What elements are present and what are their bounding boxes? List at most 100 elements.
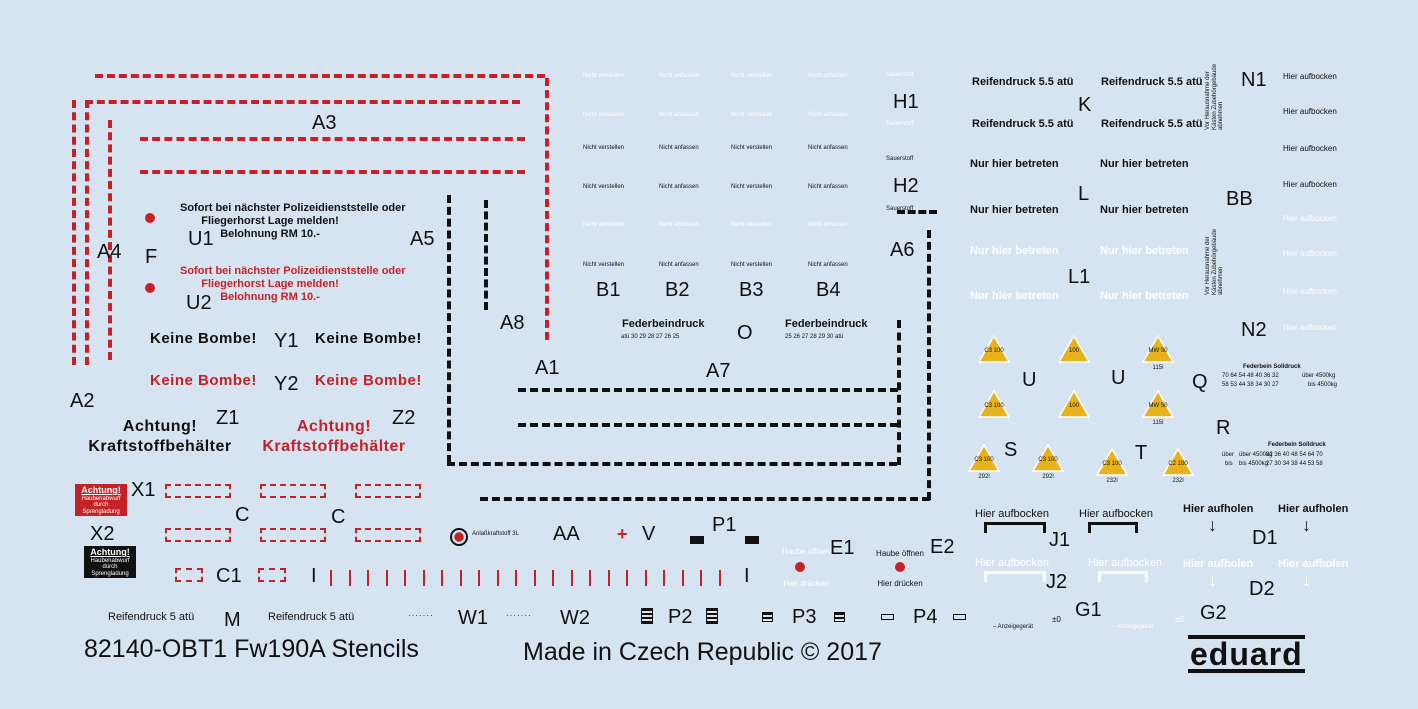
sign-line2: durch Sprengladung: [91, 564, 129, 578]
triangle-caption: 292l: [978, 474, 990, 480]
label-h1: H1: [893, 91, 919, 113]
red-tick-mark: [348, 570, 351, 586]
red-tick-mark: [459, 570, 462, 586]
label-d2: D2: [1249, 578, 1275, 600]
nur-hier-2: Nur hier betreten: [1100, 158, 1189, 170]
label-j1: J1: [1049, 529, 1071, 551]
label-x1: X1: [131, 479, 156, 501]
triangle-label: MW 50: [1148, 403, 1168, 409]
hier-druecken-white: Hier drücken: [783, 579, 829, 588]
sign-line1: Haubenabwurf: [81, 495, 121, 502]
achtung-sign-black: Achtung! Haubenabwurf durch Sprengladung: [84, 546, 136, 578]
label-w2: W2: [560, 607, 590, 629]
keine-bombe-black-2: Keine Bombe!: [315, 330, 422, 347]
red-tick-mark: [607, 570, 610, 586]
sign-line2: durch Sprengladung: [82, 502, 120, 516]
label-v: V: [642, 523, 656, 545]
red-tick-mark: [663, 570, 665, 586]
product-title: 82140-OBT1 Fw190A Stencils: [84, 635, 419, 663]
a7-frame-right: [897, 320, 901, 465]
kraftstoff-word: Kraftstoffbehälter: [262, 438, 406, 455]
label-i-right: I: [744, 565, 750, 587]
nicht-verstellen-stencil: Nicht verstellen: [731, 145, 773, 151]
federbeindruck-left: Federbeindruck: [622, 318, 705, 330]
hier-aufbocken-stencil: Hier aufbocken: [1283, 287, 1337, 296]
nur-hier-white-4: Nur hier betreten: [1100, 290, 1189, 302]
label-b4: B4: [816, 279, 841, 301]
a6-frame-top: [897, 210, 937, 214]
label-a5: A5: [410, 228, 435, 250]
hier-aufholen-d2-right: Hier aufholen: [1278, 558, 1349, 570]
a5-frame-bottom: [447, 462, 897, 466]
made-in-text: Made in Czech Republic © 2017: [523, 638, 882, 666]
red-knob-icon: [895, 562, 905, 572]
federbeindruck-right-scale: 25 26 27 28 29 30 atü: [785, 334, 844, 340]
p2-stencil-icon: [706, 608, 718, 624]
arrow-down-icon-white: ↓: [1302, 570, 1311, 590]
federbeindruck-left-scale: atü 30 29 28 27 26 25: [621, 334, 680, 340]
sofort-black: Sofort bei nächster Polizeidienststelle …: [180, 202, 406, 241]
sofort-line3: Belohnung RM 10.-: [220, 228, 320, 240]
label-j2: J2: [1046, 571, 1068, 593]
c-box: [355, 528, 421, 542]
reifendruck-55-4: Reifendruck 5.5 atü: [1101, 118, 1203, 130]
label-g1: G1: [1075, 599, 1102, 621]
jack-bracket-icon-white: [1098, 571, 1148, 582]
nicht-anfassen-stencil: Nicht anfassen: [659, 145, 699, 151]
label-z2: Z2: [392, 407, 416, 429]
red-tick-mark: [422, 570, 425, 586]
federbein-solldruck-r: Federbein Solldruck: [1268, 442, 1326, 448]
nur-hier-4: Nur hier betreten: [1100, 204, 1189, 216]
c-box: [165, 484, 231, 498]
label-u-left: U: [1022, 369, 1037, 391]
hier-aufbocken-j1-right: Hier aufbocken: [1079, 508, 1153, 520]
red-tick-mark: [533, 570, 536, 586]
a4-inner-left: [108, 120, 112, 360]
nicht-anfassen-stencil: Nicht anfassen: [808, 222, 848, 228]
nur-hier-white-3: Nur hier betreten: [970, 290, 1059, 302]
kraftstoff-word: Kraftstoffbehälter: [88, 438, 232, 455]
nicht-verstellen-stencil: Nicht verstellen: [731, 222, 773, 228]
nicht-verstellen-stencil: Nicht verstellen: [731, 73, 773, 79]
a3-frame-line2: [140, 170, 525, 174]
red-tick-mark: [552, 570, 554, 586]
nicht-verstellen-stencil: Nicht verstellen: [731, 112, 773, 118]
label-g2: G2: [1200, 602, 1227, 624]
label-u1: U1: [188, 228, 214, 250]
c-box: [355, 484, 421, 498]
keine-bombe-red-1: Keine Bombe!: [150, 372, 257, 389]
label-n2: N2: [1241, 319, 1267, 341]
triangle-label: MW 50: [1148, 348, 1168, 354]
nur-hier-1: Nur hier betreten: [970, 158, 1059, 170]
nicht-anfassen-stencil: Nicht anfassen: [659, 262, 699, 268]
vertical-note-2: Vor Herausnahme der Kästen Zubehörgebäud…: [1205, 228, 1225, 295]
label-c-right: C: [331, 506, 346, 528]
arrow-down-icon: ↓: [1208, 515, 1217, 535]
red-dot-marker: [145, 283, 155, 293]
sauerstoff-white-2: Sauerstoff: [886, 121, 914, 127]
federbein-r-ueber: über: [1222, 452, 1235, 458]
red-tick-mark: [589, 570, 591, 586]
sofort-line1: Sofort bei nächster Polizeidienststelle …: [180, 265, 406, 277]
label-l: L: [1078, 183, 1090, 205]
label-p3: P3: [792, 606, 817, 628]
hier-aufbocken-stencil: Hier aufbocken: [1283, 323, 1337, 332]
label-u2: U2: [186, 292, 212, 314]
red-tick-mark: [570, 570, 573, 586]
jack-bracket-icon: [1088, 522, 1138, 533]
label-b1: B1: [596, 279, 621, 301]
anzeigegeraet-g2: – Anzeigegerät: [1113, 624, 1154, 630]
label-q: Q: [1192, 371, 1208, 393]
triangle-label: 100: [1068, 403, 1079, 409]
hier-aufbocken-j2-right: Hier aufbocken: [1088, 557, 1162, 569]
a7-frame-line1: [518, 388, 898, 392]
label-e1: E1: [830, 537, 855, 559]
red-tick-mark: [626, 570, 628, 586]
nicht-verstellen-stencil: Nicht verstellen: [583, 112, 625, 118]
sauerstoff-black-1: Sauerstoff: [886, 156, 914, 162]
label-h2: H2: [893, 175, 919, 197]
nicht-verstellen-stencil: Nicht verstellen: [583, 73, 625, 79]
sofort-line2: Fliegerhorst Lage melden!: [201, 215, 339, 227]
